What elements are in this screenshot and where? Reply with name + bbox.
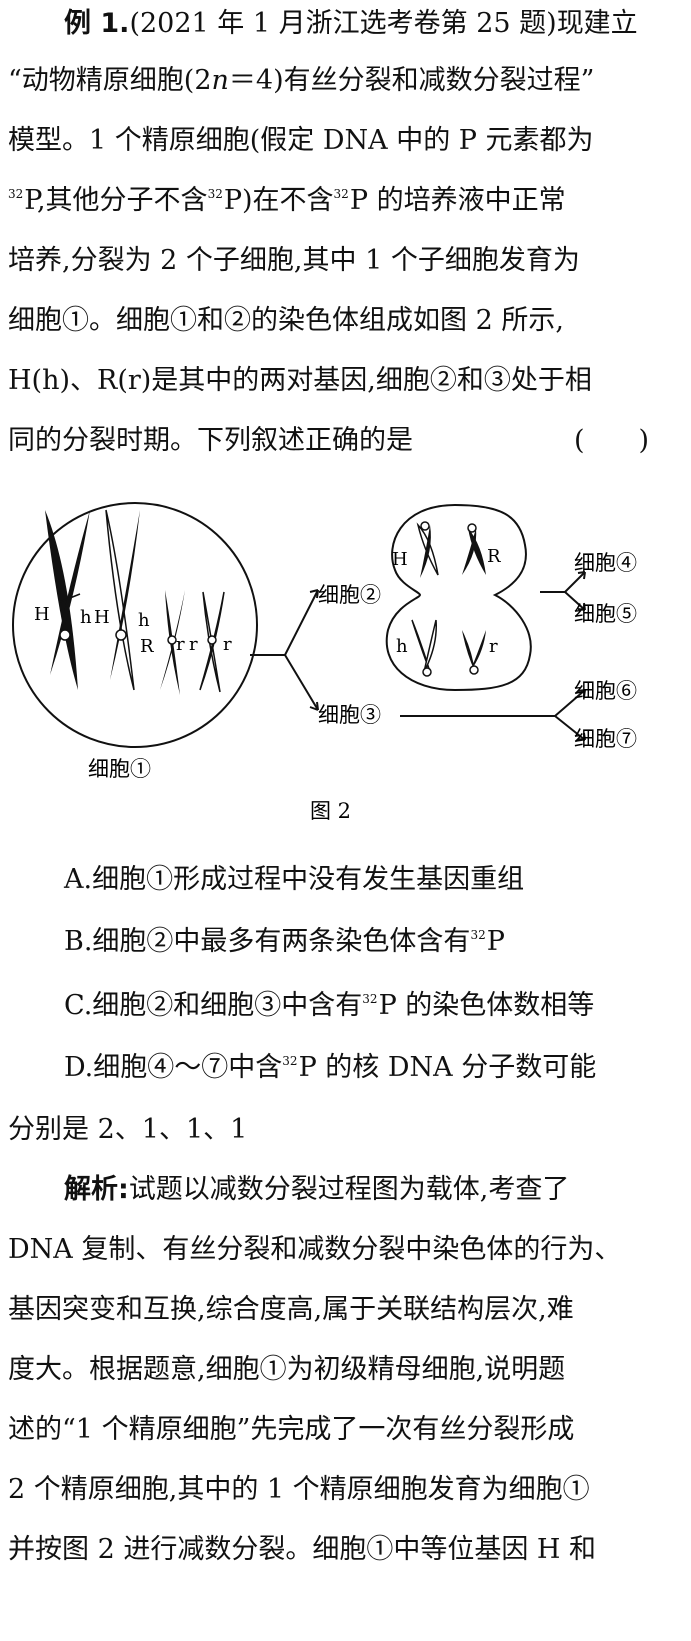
analysis-line-2: DNA 复制、有丝分裂和减数分裂中染色体的行为、 <box>8 1234 622 1265</box>
question-line-2: “动物精原细胞(2n＝4)有丝分裂和减数分裂过程” <box>8 65 595 96</box>
gene-label-h-1: h <box>80 607 92 628</box>
gene-label-H-1: H <box>34 604 50 625</box>
cell2-chromosomes <box>411 521 486 677</box>
cell1-chromosomes <box>45 509 225 695</box>
analysis-line-1: 解析:试题以减数分裂过程图为载体,考查了 <box>8 1168 684 1212</box>
gene-label-H-2: H <box>94 607 110 628</box>
gene-label-r-4: r <box>489 636 498 657</box>
label-cell2: 细胞② <box>318 583 381 607</box>
analysis-line-4: 度大。根据题意,细胞①为初级精母细胞,说明题 <box>8 1354 566 1385</box>
gene-label-R-1: R <box>140 636 154 657</box>
example-label: 例 1. <box>64 8 130 39</box>
gene-label-r-3: r <box>223 634 232 655</box>
analysis-line-5: 述的“1 个精原细胞”先完成了一次有丝分裂形成 <box>8 1414 575 1445</box>
gene-label-H-3: H <box>392 549 408 570</box>
analysis-line-6: 2 个精原细胞,其中的 1 个精原细胞发育为细胞① <box>8 1474 590 1505</box>
analysis-line-7: 并按图 2 进行减数分裂。细胞①中等位基因 H 和 <box>8 1534 597 1565</box>
gene-label-h-3: h <box>396 636 408 657</box>
question-line-7: H(h)、R(r)是其中的两对基因,细胞②和③处于相 <box>8 365 592 396</box>
option-d: D.细胞④～⑦中含32P 的核 DNA 分子数可能 <box>64 1052 597 1083</box>
label-cell1: 细胞① <box>88 757 151 781</box>
figure-2: H h H h R r r r H R h r 细胞① 细胞② 细胞③ 细胞④ … <box>12 502 637 823</box>
option-d-line-2: 分别是 2、1、1、1 <box>8 1114 248 1145</box>
arrow-line-1 <box>250 589 319 656</box>
gene-label-R-2: R <box>487 546 501 567</box>
option-a: A.细胞①形成过程中没有发生基因重组 <box>64 864 525 895</box>
arrow-line-2 <box>284 654 319 711</box>
label-cell6: 细胞⑥ <box>574 679 637 703</box>
question-line-1: 例 1.(2021 年 1 月浙江选考卷第 25 题)现建立 <box>8 2 684 46</box>
label-cell4: 细胞④ <box>574 551 637 575</box>
arrow-cell3 <box>400 689 586 741</box>
question-line-3: 模型。1 个精原细胞(假定 DNA 中的 P 元素都为 <box>8 125 594 156</box>
analysis-label: 解析: <box>64 1174 129 1205</box>
cell1-circle <box>12 502 258 748</box>
gene-label-r-1: r <box>176 634 185 655</box>
label-cell3: 细胞③ <box>318 703 381 727</box>
option-b: B.细胞②中最多有两条染色体含有32P <box>64 926 505 957</box>
answer-bracket: ( ) <box>574 425 650 456</box>
cell2-membrane <box>385 503 532 692</box>
option-c: C.细胞②和细胞③中含有32P 的染色体数相等 <box>64 990 595 1021</box>
label-cell7: 细胞⑦ <box>574 727 637 751</box>
gene-label-h-2: h <box>138 610 150 631</box>
figure-caption: 图 2 <box>310 799 351 823</box>
question-line-8: 同的分裂时期。下列叙述正确的是 ( ) <box>8 419 684 463</box>
question-line-6: 细胞①。细胞①和②的染色体组成如图 2 所示, <box>8 305 564 336</box>
gene-label-r-2: r <box>189 634 198 655</box>
arrow-cell2 <box>540 571 586 611</box>
question-source: (2021 年 1 月浙江选考卷第 25 题) <box>129 8 557 39</box>
label-cell5: 细胞⑤ <box>574 602 637 626</box>
question-line-5: 培养,分裂为 2 个子细胞,其中 1 个子细胞发育为 <box>8 245 580 276</box>
analysis-line-3: 基因突变和互换,综合度高,属于关联结构层次,难 <box>8 1294 574 1325</box>
question-line-4: 32P,其他分子不含32P)在不含32P 的培养液中正常 <box>8 185 566 216</box>
